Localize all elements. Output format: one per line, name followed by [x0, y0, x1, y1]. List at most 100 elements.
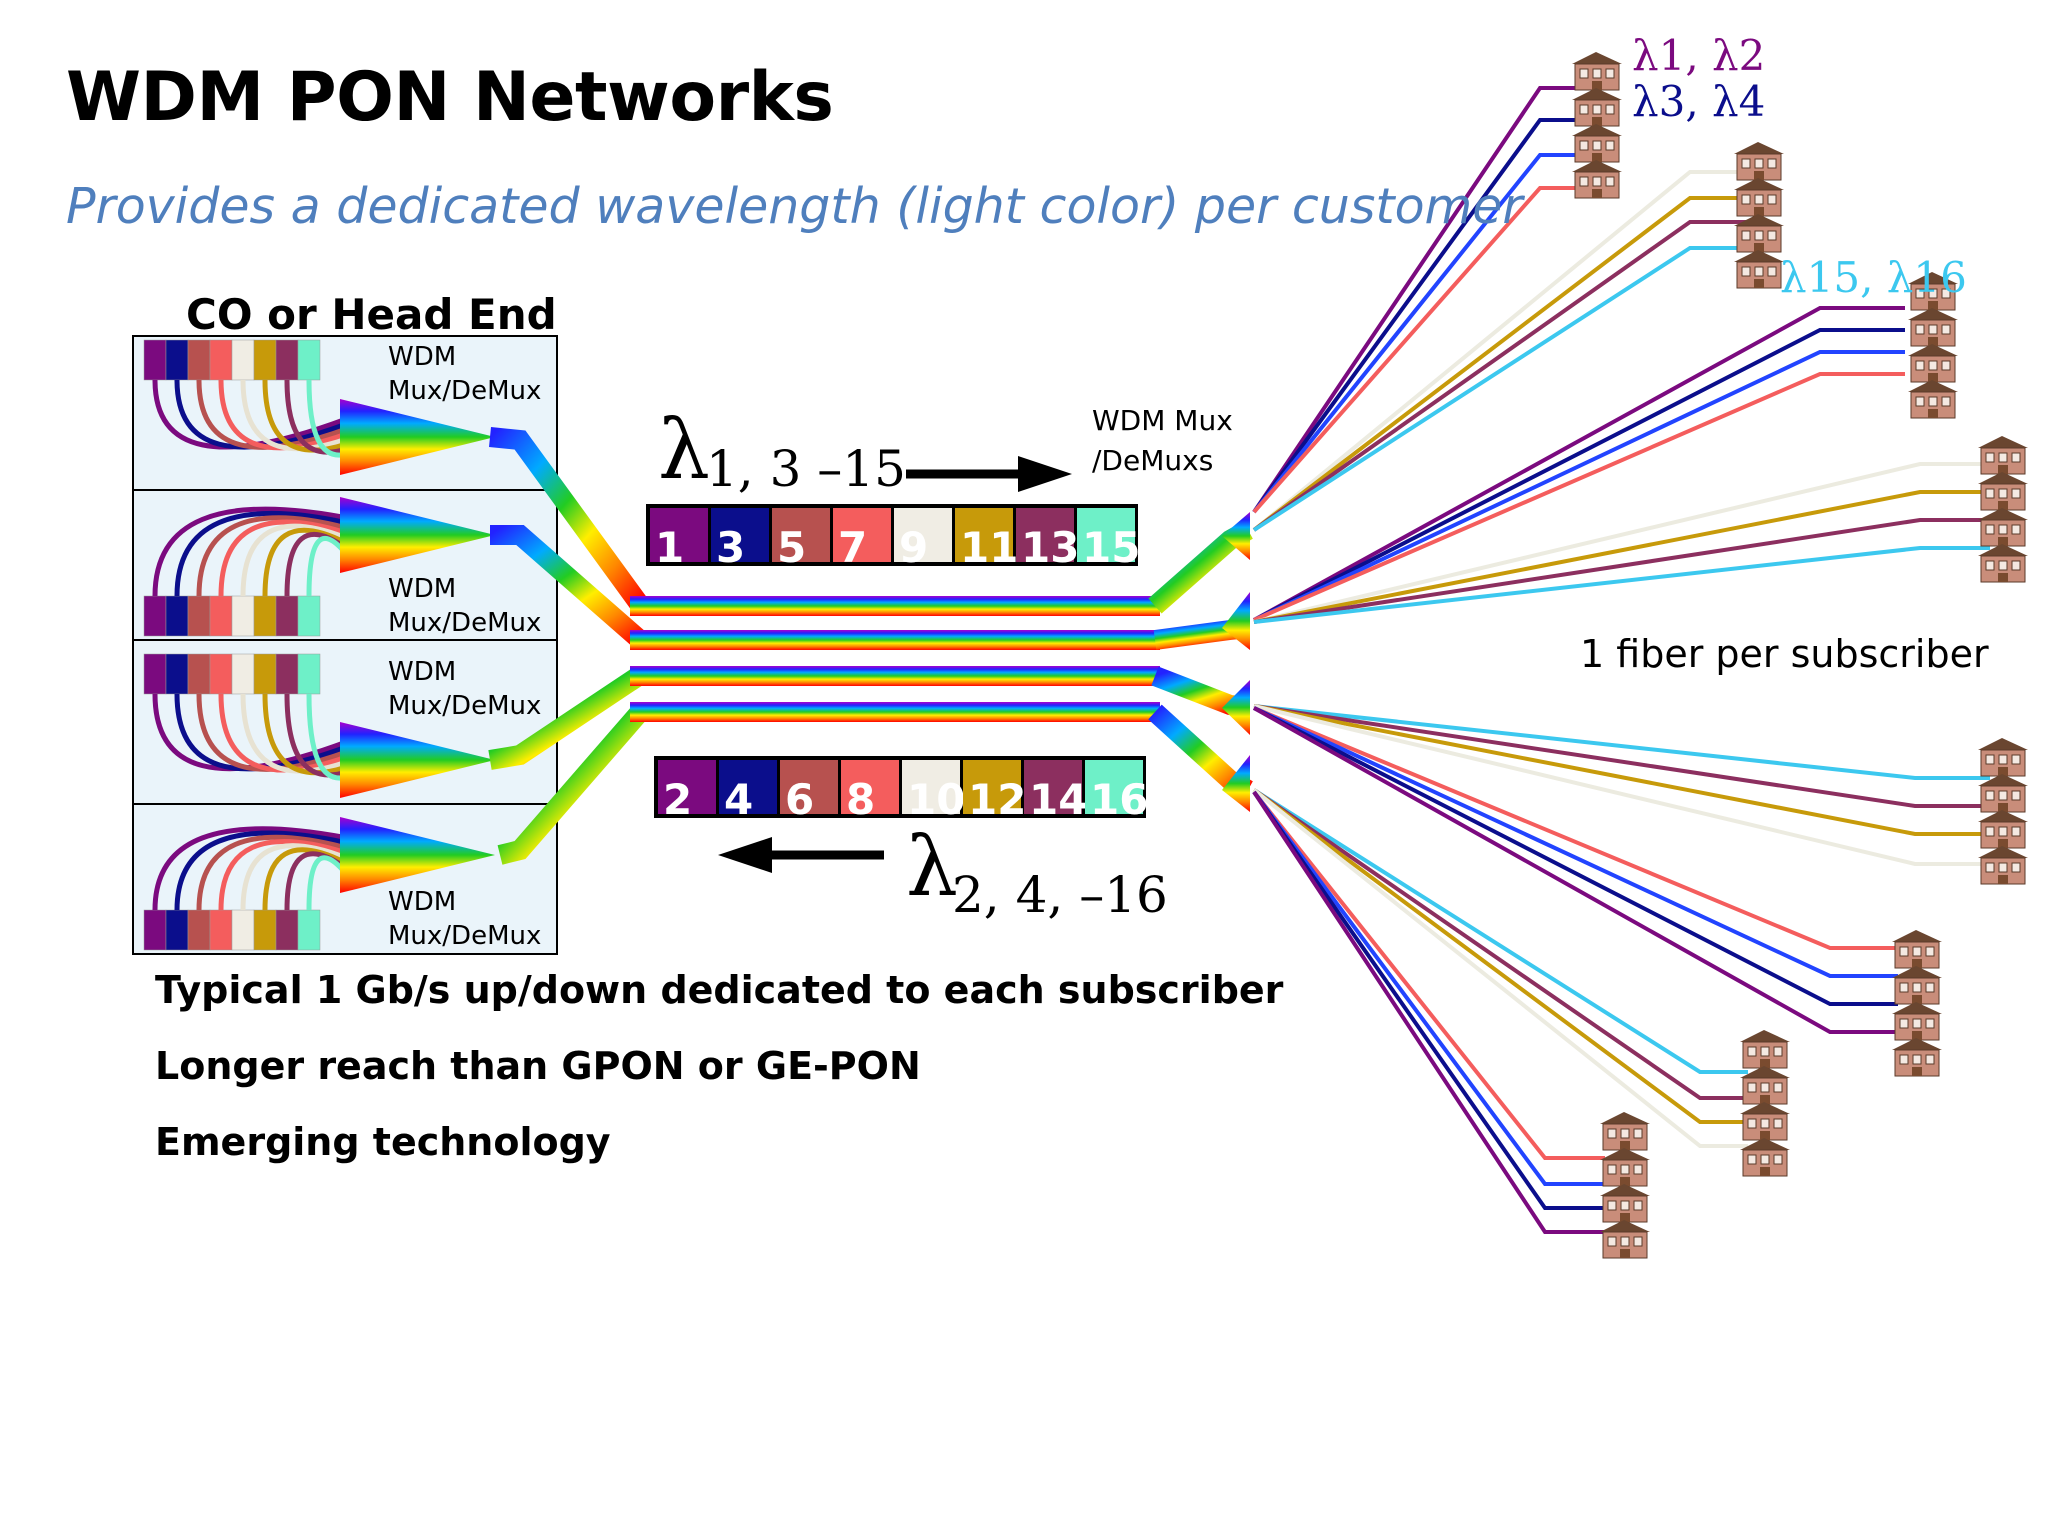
house-label-mid: λ15, λ16: [1780, 253, 1967, 302]
wavelength-swatch: [143, 909, 167, 951]
channel-fiber: [218, 839, 346, 911]
channel-number: 14: [1029, 775, 1087, 824]
head-end: WDMMux/DeMuxWDMMux/DeMuxWDMMux/DeMuxWDMM…: [132, 335, 558, 955]
channel-cell: [650, 508, 708, 562]
drop-fiber: [1252, 186, 1598, 514]
channel-fiber: [196, 515, 346, 597]
wavelength-swatch: [209, 339, 233, 381]
wavelength-swatch: [231, 339, 255, 381]
wavelength-swatch: [275, 595, 299, 637]
house-label-top-line2: λ3, λ4: [1632, 77, 1765, 126]
multi-storey-house-icon: [1908, 272, 1958, 419]
channel-cell: [833, 508, 891, 562]
channel-fiber: [218, 693, 346, 773]
channel-fiber: [240, 523, 346, 597]
lambda-symbol: λ: [658, 403, 710, 498]
channel-number: 11: [960, 523, 1018, 572]
mux-label-line1: WDM: [388, 574, 456, 604]
drop-fiber: [1253, 306, 1905, 622]
channel-fiber: [174, 510, 346, 597]
wavelength-swatch: [231, 653, 255, 695]
wavelength-swatch: [253, 595, 277, 637]
wavelength-swatch: [297, 909, 321, 951]
mux-prism-icon: [1222, 512, 1250, 560]
channel-cell: [1024, 760, 1082, 814]
downstream-lambda-label: λ 1, 3 –15: [658, 403, 906, 498]
arrow-right-icon: [906, 456, 1072, 492]
wavelength-swatch: [231, 909, 255, 951]
channel-fiber: [196, 379, 346, 450]
wavelength-swatch: [275, 653, 299, 695]
channel-cell: [658, 760, 716, 814]
channel-number: 6: [785, 775, 814, 824]
wavelength-swatch: [187, 909, 211, 951]
drop-fiber: [1253, 704, 1990, 866]
fiber-note: 1 fiber per subscriber: [1580, 632, 1989, 676]
drop-fiber: [1252, 788, 1748, 1074]
house-label-top-line1: λ1, λ2: [1632, 31, 1765, 80]
channel-cell: [955, 508, 1013, 562]
channel-fiber: [196, 693, 346, 772]
channel-fiber: [218, 379, 346, 451]
mux-prism-icon: [1222, 680, 1250, 735]
wavelength-swatch: [209, 595, 233, 637]
wavelength-swatch: [209, 909, 233, 951]
channel-fiber: [218, 519, 346, 597]
mux-prism-icon: [340, 817, 495, 893]
drop-fiber: [1253, 704, 1990, 808]
bullet-item: Longer reach than GPON or GE-PON: [155, 1044, 921, 1088]
drop-fiber: [1253, 462, 1990, 624]
channel-cell: [711, 508, 769, 562]
channel-number: 8: [846, 775, 875, 824]
wavelength-swatch: [165, 909, 189, 951]
wavelength-swatch: [253, 339, 277, 381]
drop-fiber: [1253, 350, 1905, 622]
channel-cell: [1016, 508, 1074, 562]
channel-fiber: [306, 693, 346, 781]
drop-fiber: [1253, 372, 1905, 622]
drop-fiber: [1253, 546, 1990, 624]
multi-storey-house-icon: [1740, 1030, 1790, 1177]
drop-fiber: [1252, 788, 1748, 1100]
multi-storey-house-icon: [1600, 1112, 1650, 1259]
mux-label-line2: Mux/DeMux: [388, 691, 541, 721]
channel-fiber: [174, 379, 346, 450]
arrow-left-icon: [718, 837, 884, 873]
wavelength-swatch: [297, 339, 321, 381]
drop-fiber: [1253, 518, 1990, 624]
drop-fiber: [1252, 220, 1748, 532]
drop-fiber: [1252, 788, 1748, 1124]
channel-number: 7: [838, 523, 867, 572]
drop-fiber: [1253, 706, 1898, 1034]
multi-storey-house-icon: [1978, 738, 2028, 885]
head-end-label: CO or Head End: [186, 290, 557, 339]
channel-fiber: [240, 843, 346, 911]
channel-number: 4: [724, 775, 753, 824]
drop-fiber: [1253, 706, 1898, 950]
drop-fiber: [1252, 790, 1605, 1210]
wavelength-swatch: [275, 339, 299, 381]
channel-number: 5: [777, 523, 806, 572]
drop-fiber: [1252, 790, 1605, 1186]
wavelength-swatch: [143, 595, 167, 637]
drop-fiber: [1252, 246, 1748, 532]
mux-label-line2: Mux/DeMux: [388, 376, 541, 406]
multi-storey-house-icon: [1572, 52, 1622, 199]
drop-fiber: [1253, 704, 1990, 780]
drop-fiber: [1253, 490, 1990, 624]
remote-mux-prisms: [1222, 512, 1250, 812]
drop-fiber: [1252, 170, 1748, 532]
drop-fiber: [1252, 790, 1605, 1234]
mux-prism-icon: [1222, 755, 1250, 812]
channel-cell: [963, 760, 1021, 814]
drop-fiber: [1253, 328, 1905, 622]
channel-fiber: [152, 826, 346, 911]
channel-fiber: [174, 830, 346, 911]
wavelength-swatch: [187, 653, 211, 695]
channel-number: 2: [663, 775, 692, 824]
wavelength-swatch: [187, 595, 211, 637]
